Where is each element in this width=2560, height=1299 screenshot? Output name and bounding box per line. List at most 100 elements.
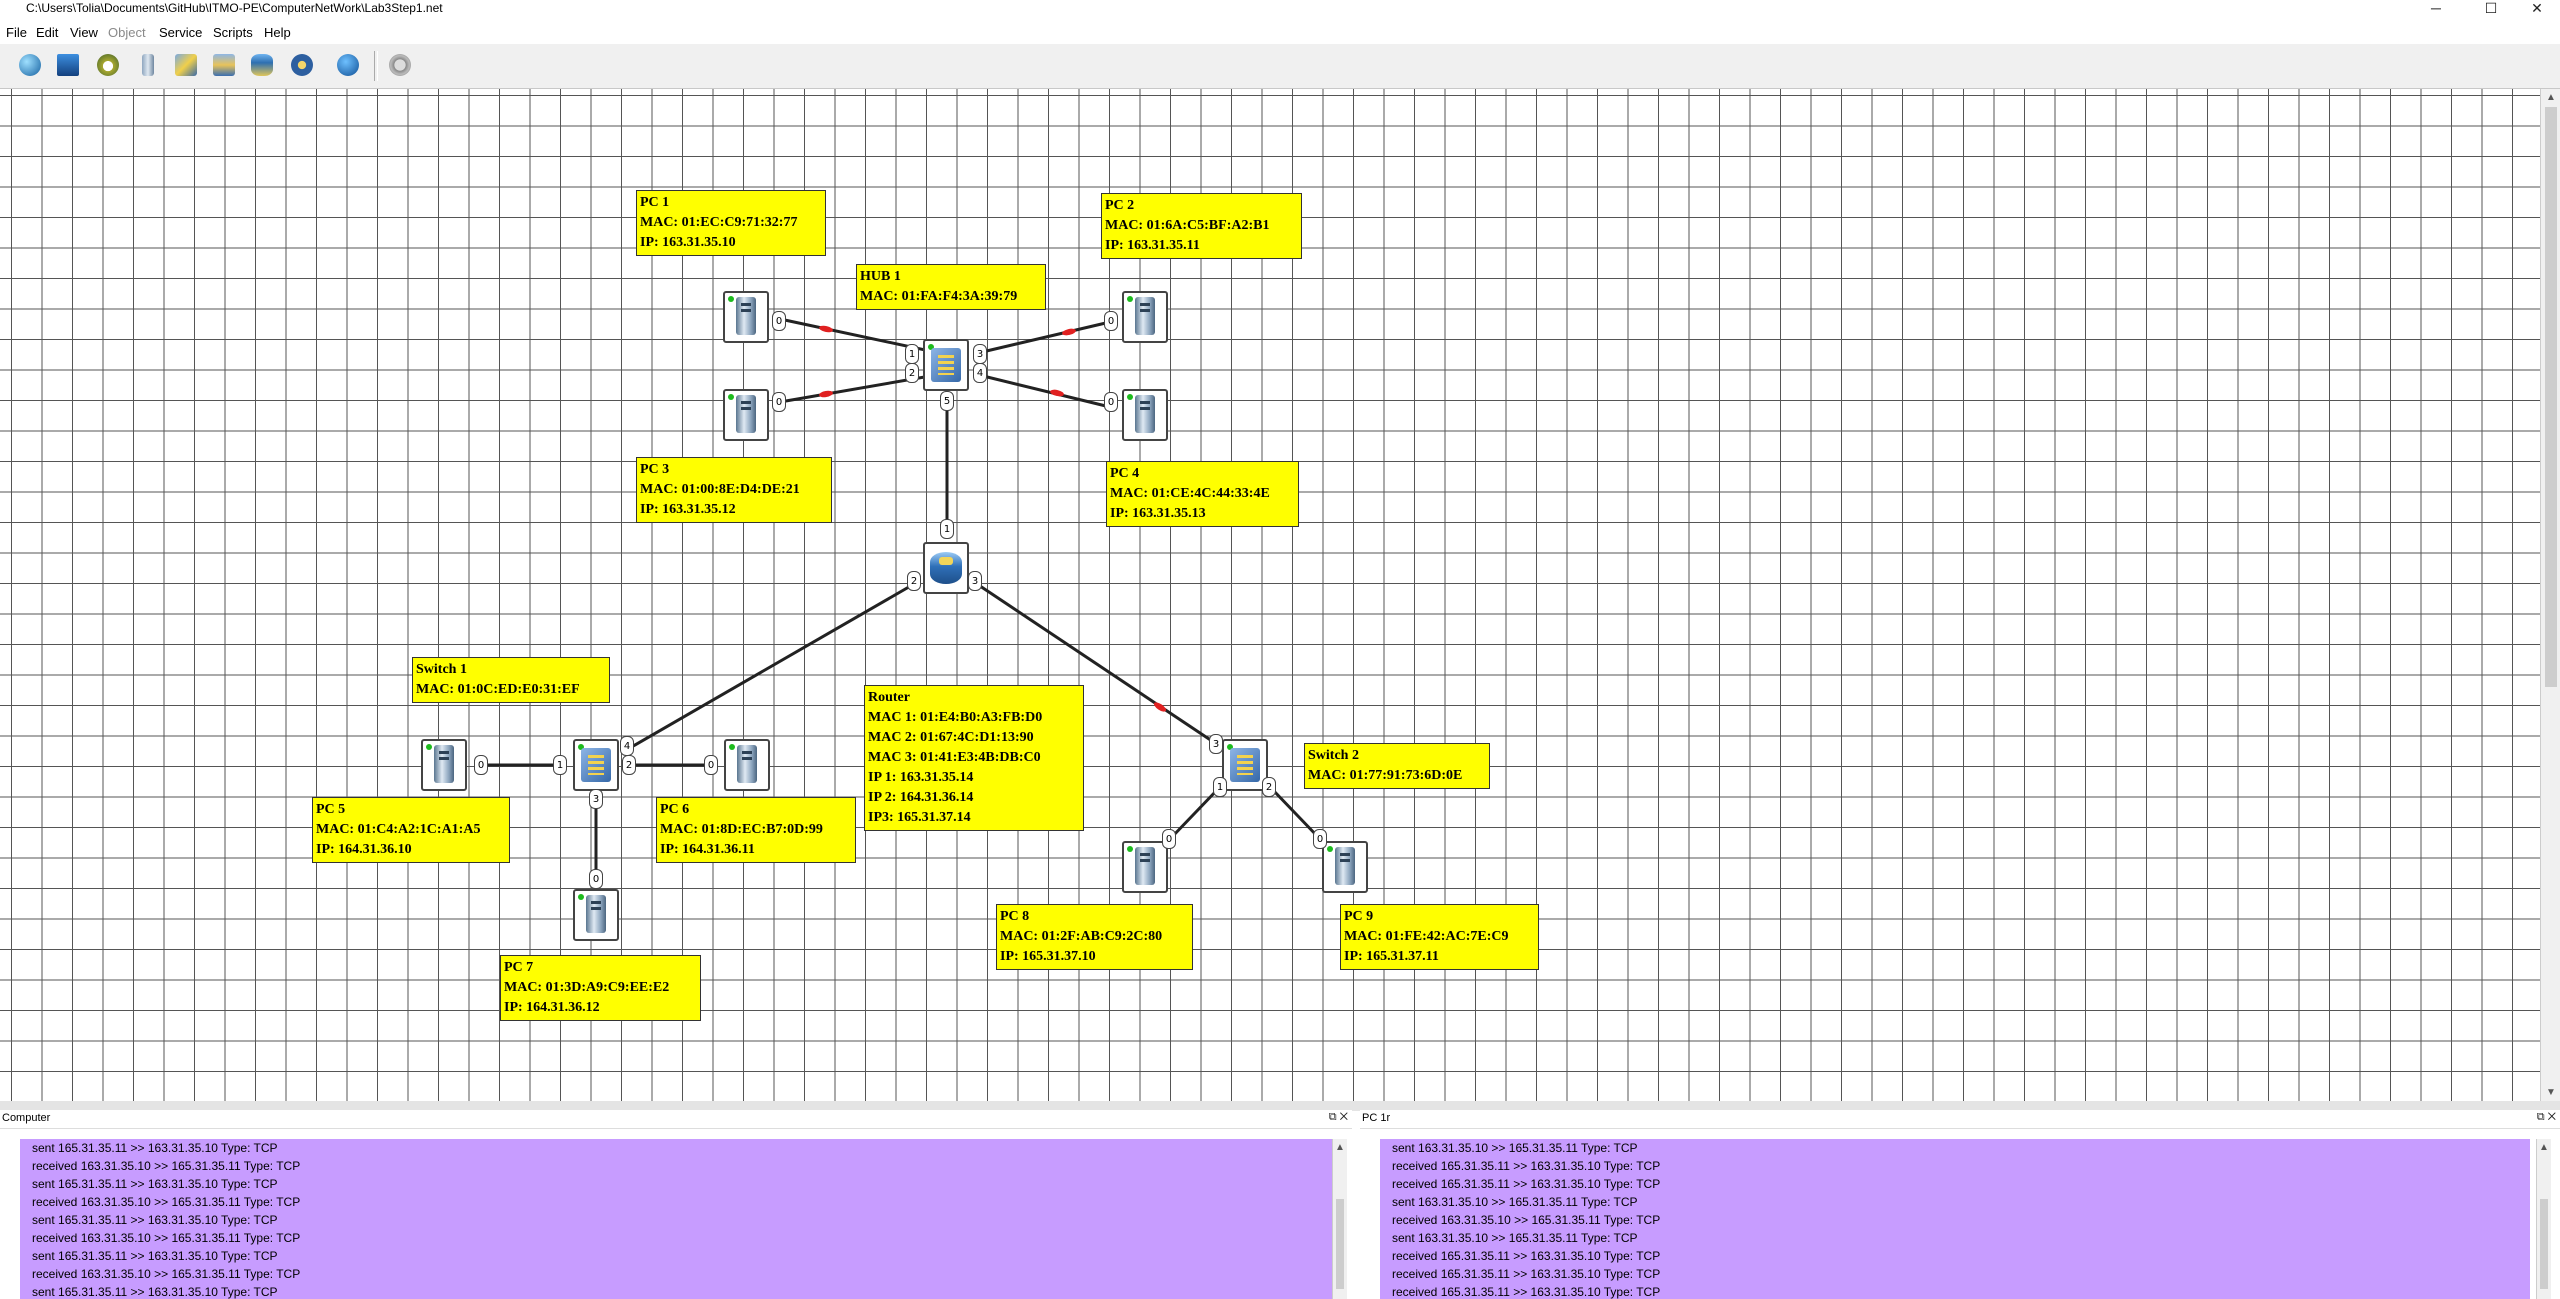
router-port-2[interactable]: 2 xyxy=(907,571,921,591)
log-entry[interactable]: +received 165.31.35.11 >> 163.31.35.10 T… xyxy=(1380,1247,2530,1265)
log-scrollbar[interactable]: ▲ xyxy=(1332,1139,1347,1299)
panel-splitter[interactable] xyxy=(0,1101,2560,1111)
globe-icon[interactable] xyxy=(14,49,46,81)
menu-edit[interactable]: Edit xyxy=(36,25,59,40)
close-button[interactable]: ✕ xyxy=(2531,0,2543,16)
switch1-node[interactable] xyxy=(573,739,619,791)
pc1-info-label[interactable]: PC 1 MAC: 01:EC:C9:71:32:77 IP: 163.31.3… xyxy=(636,190,826,256)
hub1-port-1[interactable]: 1 xyxy=(905,344,919,364)
log-entry[interactable]: +received 163.31.35.10 >> 165.31.35.11 T… xyxy=(20,1265,1332,1283)
log-list[interactable]: +sent 165.31.35.11 >> 163.31.35.10 Type:… xyxy=(20,1139,1332,1299)
pc6-port[interactable]: 0 xyxy=(704,755,718,775)
switch2-port-3[interactable]: 3 xyxy=(1209,734,1223,754)
pc9-node[interactable] xyxy=(1322,841,1368,893)
pc2-port[interactable]: 0 xyxy=(1104,311,1118,331)
log-scrollbar[interactable]: ▲ xyxy=(2536,1139,2551,1299)
scrollbar-thumb[interactable] xyxy=(2545,107,2557,687)
switch1-port-2[interactable]: 2 xyxy=(622,755,636,775)
pc4-node[interactable] xyxy=(1122,389,1168,441)
pause-icon[interactable] xyxy=(332,49,364,81)
menu-file[interactable]: File xyxy=(6,25,27,40)
hub1-info-label[interactable]: HUB 1 MAC: 01:FA:F4:3A:39:79 xyxy=(856,264,1046,310)
pc2-info-label[interactable]: PC 2 MAC: 01:6A:C5:BF:A2:B1 IP: 163.31.3… xyxy=(1101,193,1302,259)
scroll-down-arrow-icon[interactable]: ▼ xyxy=(2546,1087,2556,1098)
scrollbar-thumb[interactable] xyxy=(2540,1199,2548,1289)
log-entry[interactable]: +sent 165.31.35.11 >> 163.31.35.10 Type:… xyxy=(20,1247,1332,1265)
network-canvas[interactable]: 0 0 0 0 1 2 3 4 5 1 2 3 0 1 2 3 4 0 0 3 … xyxy=(0,89,2540,1101)
log-entry[interactable]: +sent 165.31.35.11 >> 163.31.35.10 Type:… xyxy=(20,1283,1332,1299)
switch2-port-2[interactable]: 2 xyxy=(1262,777,1276,797)
pc8-node[interactable] xyxy=(1122,841,1168,893)
add-cable-icon[interactable] xyxy=(286,49,318,81)
log-list[interactable]: +sent 163.31.35.10 >> 165.31.35.11 Type:… xyxy=(1380,1139,2530,1299)
pc1-port[interactable]: 0 xyxy=(772,311,786,331)
scroll-up-arrow-icon[interactable]: ▲ xyxy=(2546,92,2556,103)
hub1-port-5[interactable]: 5 xyxy=(940,391,954,411)
switch1-port-4[interactable]: 4 xyxy=(620,736,634,756)
switch2-port-1[interactable]: 1 xyxy=(1213,777,1227,797)
book-icon[interactable] xyxy=(52,49,84,81)
pc7-node[interactable] xyxy=(573,889,619,941)
log-entry[interactable]: +sent 163.31.35.10 >> 165.31.35.11 Type:… xyxy=(1380,1139,2530,1157)
log-entry[interactable]: +received 163.31.35.10 >> 165.31.35.11 T… xyxy=(1380,1211,2530,1229)
scroll-up-arrow-icon[interactable]: ▲ xyxy=(2539,1142,2549,1153)
hub1-node[interactable] xyxy=(923,339,969,391)
add-pc-icon[interactable] xyxy=(132,49,164,81)
close-panel-icon[interactable]: ✕ xyxy=(2547,1111,2556,1123)
add-hub-icon[interactable] xyxy=(208,49,240,81)
stop-icon[interactable] xyxy=(384,49,416,81)
close-panel-icon[interactable]: ✕ xyxy=(1339,1111,1348,1123)
log-entry[interactable]: +received 165.31.35.11 >> 163.31.35.10 T… xyxy=(1380,1157,2530,1175)
menu-view[interactable]: View xyxy=(70,25,98,40)
router-node[interactable] xyxy=(923,542,969,594)
add-switch-icon[interactable] xyxy=(170,49,202,81)
pc4-port[interactable]: 0 xyxy=(1104,392,1118,412)
log-entry[interactable]: +sent 163.31.35.10 >> 165.31.35.11 Type:… xyxy=(1380,1193,2530,1211)
pc5-port[interactable]: 0 xyxy=(474,755,488,775)
log-entry[interactable]: +sent 165.31.35.11 >> 163.31.35.10 Type:… xyxy=(20,1139,1332,1157)
switch2-node[interactable] xyxy=(1222,739,1268,791)
float-icon[interactable]: ⧉ xyxy=(1328,1111,1337,1123)
pc6-info-label[interactable]: PC 6 MAC: 01:8D:EC:B7:0D:99 IP: 164.31.3… xyxy=(656,797,856,863)
canvas-vertical-scrollbar[interactable]: ▲ ▼ xyxy=(2540,89,2560,1101)
menu-help[interactable]: Help xyxy=(264,25,291,40)
log-entry[interactable]: +received 163.31.35.10 >> 165.31.35.11 T… xyxy=(20,1229,1332,1247)
menu-service[interactable]: Service xyxy=(159,25,203,40)
menu-scripts[interactable]: Scripts xyxy=(213,25,253,40)
scrollbar-thumb[interactable] xyxy=(1336,1199,1344,1289)
switch2-info-label[interactable]: Switch 2 MAC: 01:77:91:73:6D:0E xyxy=(1304,743,1490,789)
hub1-port-3[interactable]: 3 xyxy=(973,344,987,364)
hub1-port-4[interactable]: 4 xyxy=(973,363,987,383)
log-entry[interactable]: +received 163.31.35.10 >> 165.31.35.11 T… xyxy=(20,1157,1332,1175)
pc5-node[interactable] xyxy=(421,739,467,791)
pc2-node[interactable] xyxy=(1122,291,1168,343)
scroll-up-arrow-icon[interactable]: ▲ xyxy=(1335,1142,1345,1153)
pc4-info-label[interactable]: PC 4 MAC: 01:CE:4C:44:33:4E IP: 163.31.3… xyxy=(1106,461,1299,527)
hub1-port-2[interactable]: 2 xyxy=(905,363,919,383)
pc8-info-label[interactable]: PC 8 MAC: 01:2F:AB:C9:2C:80 IP: 165.31.3… xyxy=(996,904,1193,970)
log-entry[interactable]: +sent 165.31.35.11 >> 163.31.35.10 Type:… xyxy=(20,1211,1332,1229)
log-entry[interactable]: +received 165.31.35.11 >> 163.31.35.10 T… xyxy=(1380,1175,2530,1193)
router-port-3[interactable]: 3 xyxy=(968,571,982,591)
network-icon[interactable] xyxy=(92,49,124,81)
router-info-label[interactable]: Router MAC 1: 01:E4:B0:A3:FB:D0 MAC 2: 0… xyxy=(864,685,1084,831)
pc8-port[interactable]: 0 xyxy=(1162,829,1176,849)
pc7-port[interactable]: 0 xyxy=(589,869,603,889)
pc9-info-label[interactable]: PC 9 MAC: 01:FE:42:AC:7E:C9 IP: 165.31.3… xyxy=(1340,904,1539,970)
log-entry[interactable]: +received 165.31.35.11 >> 163.31.35.10 T… xyxy=(1380,1283,2530,1299)
router-port-1[interactable]: 1 xyxy=(940,519,954,539)
float-icon[interactable]: ⧉ xyxy=(2536,1111,2545,1123)
pc3-port[interactable]: 0 xyxy=(772,392,786,412)
switch1-info-label[interactable]: Switch 1 MAC: 01:0C:ED:E0:31:EF xyxy=(412,657,610,703)
log-entry[interactable]: +sent 165.31.35.11 >> 163.31.35.10 Type:… xyxy=(20,1175,1332,1193)
pc9-port[interactable]: 0 xyxy=(1313,829,1327,849)
pc7-info-label[interactable]: PC 7 MAC: 01:3D:A9:C9:EE:E2 IP: 164.31.3… xyxy=(500,955,701,1021)
log-entry[interactable]: +sent 163.31.35.10 >> 165.31.35.11 Type:… xyxy=(1380,1229,2530,1247)
maximize-button[interactable]: ☐ xyxy=(2484,0,2498,16)
log-entry[interactable]: +received 165.31.35.11 >> 163.31.35.10 T… xyxy=(1380,1265,2530,1283)
pc3-info-label[interactable]: PC 3 MAC: 01:00:8E:D4:DE:21 IP: 163.31.3… xyxy=(636,457,832,523)
switch1-port-3[interactable]: 3 xyxy=(589,789,603,809)
pc1-node[interactable] xyxy=(723,291,769,343)
pc6-node[interactable] xyxy=(724,739,770,791)
add-router-icon[interactable] xyxy=(246,49,278,81)
